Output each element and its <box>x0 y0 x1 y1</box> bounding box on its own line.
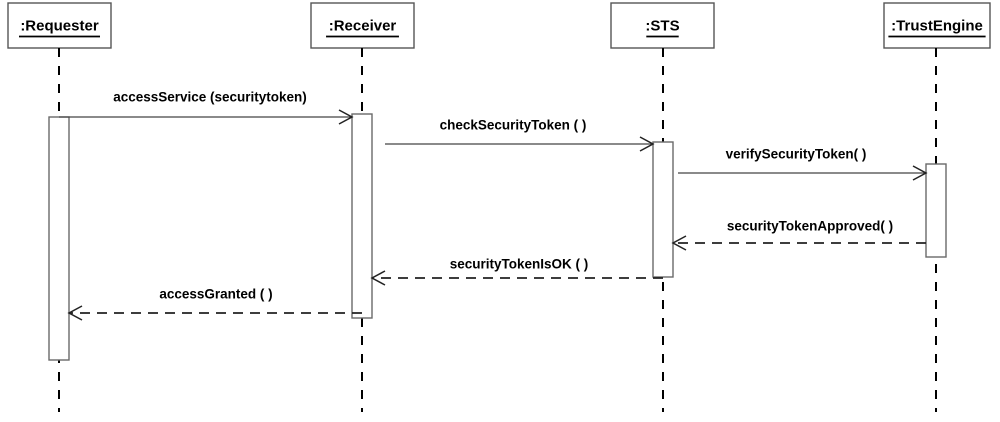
lifeline-label-trustengine: :TrustEngine <box>891 17 983 34</box>
message-label-m3: verifySecurityToken( ) <box>726 147 867 162</box>
message-arrowhead-m3 <box>912 165 928 181</box>
message-m1[interactable]: accessService (securitytoken) <box>59 90 354 125</box>
message-arrowhead-m2 <box>639 136 655 152</box>
lifeline-head-box-sts[interactable] <box>610 2 715 49</box>
message-label-m5: securityTokenIsOK ( ) <box>450 257 589 272</box>
message-label-m4: securityTokenApproved( ) <box>727 219 893 234</box>
message-m6[interactable]: accessGranted ( ) <box>67 287 362 321</box>
message-arrowhead-m4 <box>671 235 687 251</box>
activation-bar-sts[interactable] <box>652 141 674 278</box>
message-m3[interactable]: verifySecurityToken( ) <box>678 147 928 181</box>
message-label-m6: accessGranted ( ) <box>159 287 272 302</box>
lifeline-trustengine[interactable]: :TrustEngine <box>883 2 991 412</box>
lifeline-requester[interactable]: :Requester <box>7 2 112 412</box>
message-m2[interactable]: checkSecurityToken ( ) <box>385 118 655 152</box>
lifeline-label-requester: :Requester <box>20 17 99 34</box>
message-arrowhead-m1 <box>338 109 354 125</box>
activation-bar-receiver[interactable] <box>351 113 373 319</box>
activation-bar-requester[interactable] <box>48 116 70 361</box>
message-arrowhead-m6 <box>67 305 83 321</box>
lifeline-label-sts: :STS <box>645 17 679 34</box>
lifeline-sts[interactable]: :STS <box>610 2 715 412</box>
activation-bar-trustengine[interactable] <box>925 163 947 258</box>
lifelines-layer: :Requester :Receiver :STS :TrustEngine <box>7 2 991 412</box>
lifeline-head-box-trustengine[interactable] <box>883 2 991 49</box>
messages-layer: accessService (securitytoken) checkSecuri… <box>59 90 928 321</box>
message-label-m1: accessService (securitytoken) <box>113 90 307 105</box>
message-label-m2: checkSecurityToken ( ) <box>440 118 587 133</box>
lifeline-label-receiver: :Receiver <box>329 17 397 34</box>
message-arrowhead-m5 <box>370 270 386 286</box>
message-m4[interactable]: securityTokenApproved( ) <box>671 219 926 251</box>
message-m5[interactable]: securityTokenIsOK ( ) <box>370 257 663 286</box>
lifeline-head-box-requester[interactable] <box>7 2 112 49</box>
lifeline-receiver[interactable]: :Receiver <box>310 2 415 412</box>
